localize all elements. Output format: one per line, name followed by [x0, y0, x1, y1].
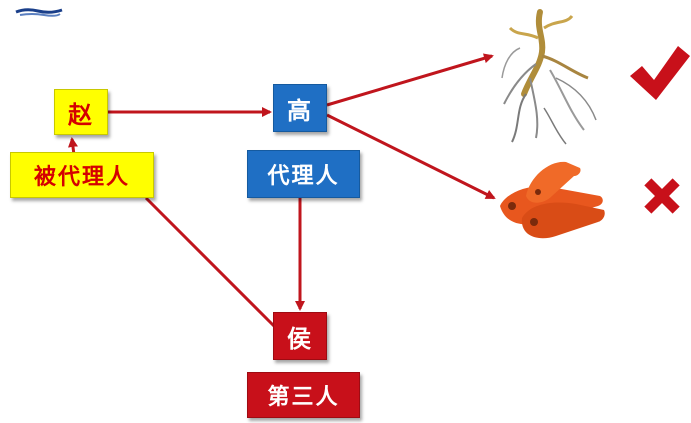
node-gao: 高 — [273, 84, 327, 132]
label-third-party-text: 第三人 — [267, 384, 340, 410]
label-third-party: 第三人 — [247, 372, 360, 418]
carrots-icon — [500, 161, 605, 239]
cross-mark-icon — [644, 178, 680, 214]
label-agent-text: 代理人 — [267, 163, 340, 189]
node-zhao: 赵 — [54, 89, 108, 135]
corner-logo-icon — [15, 8, 63, 17]
label-principal-text: 被代理人 — [33, 164, 130, 190]
arrow-gao-to-carrots — [326, 113, 496, 200]
arrow-gao-to-ginseng — [326, 53, 494, 107]
label-agent: 代理人 — [247, 150, 360, 198]
node-gao-label: 高 — [287, 95, 313, 125]
ginseng-root-icon — [501, 9, 597, 145]
check-mark-icon — [630, 46, 690, 100]
node-zhao-label: 赵 — [68, 99, 94, 129]
node-hou: 侯 — [273, 312, 327, 360]
label-principal: 被代理人 — [10, 152, 154, 198]
arrow-hou-to-zhao — [144, 196, 276, 328]
node-hou-label: 侯 — [287, 323, 313, 353]
